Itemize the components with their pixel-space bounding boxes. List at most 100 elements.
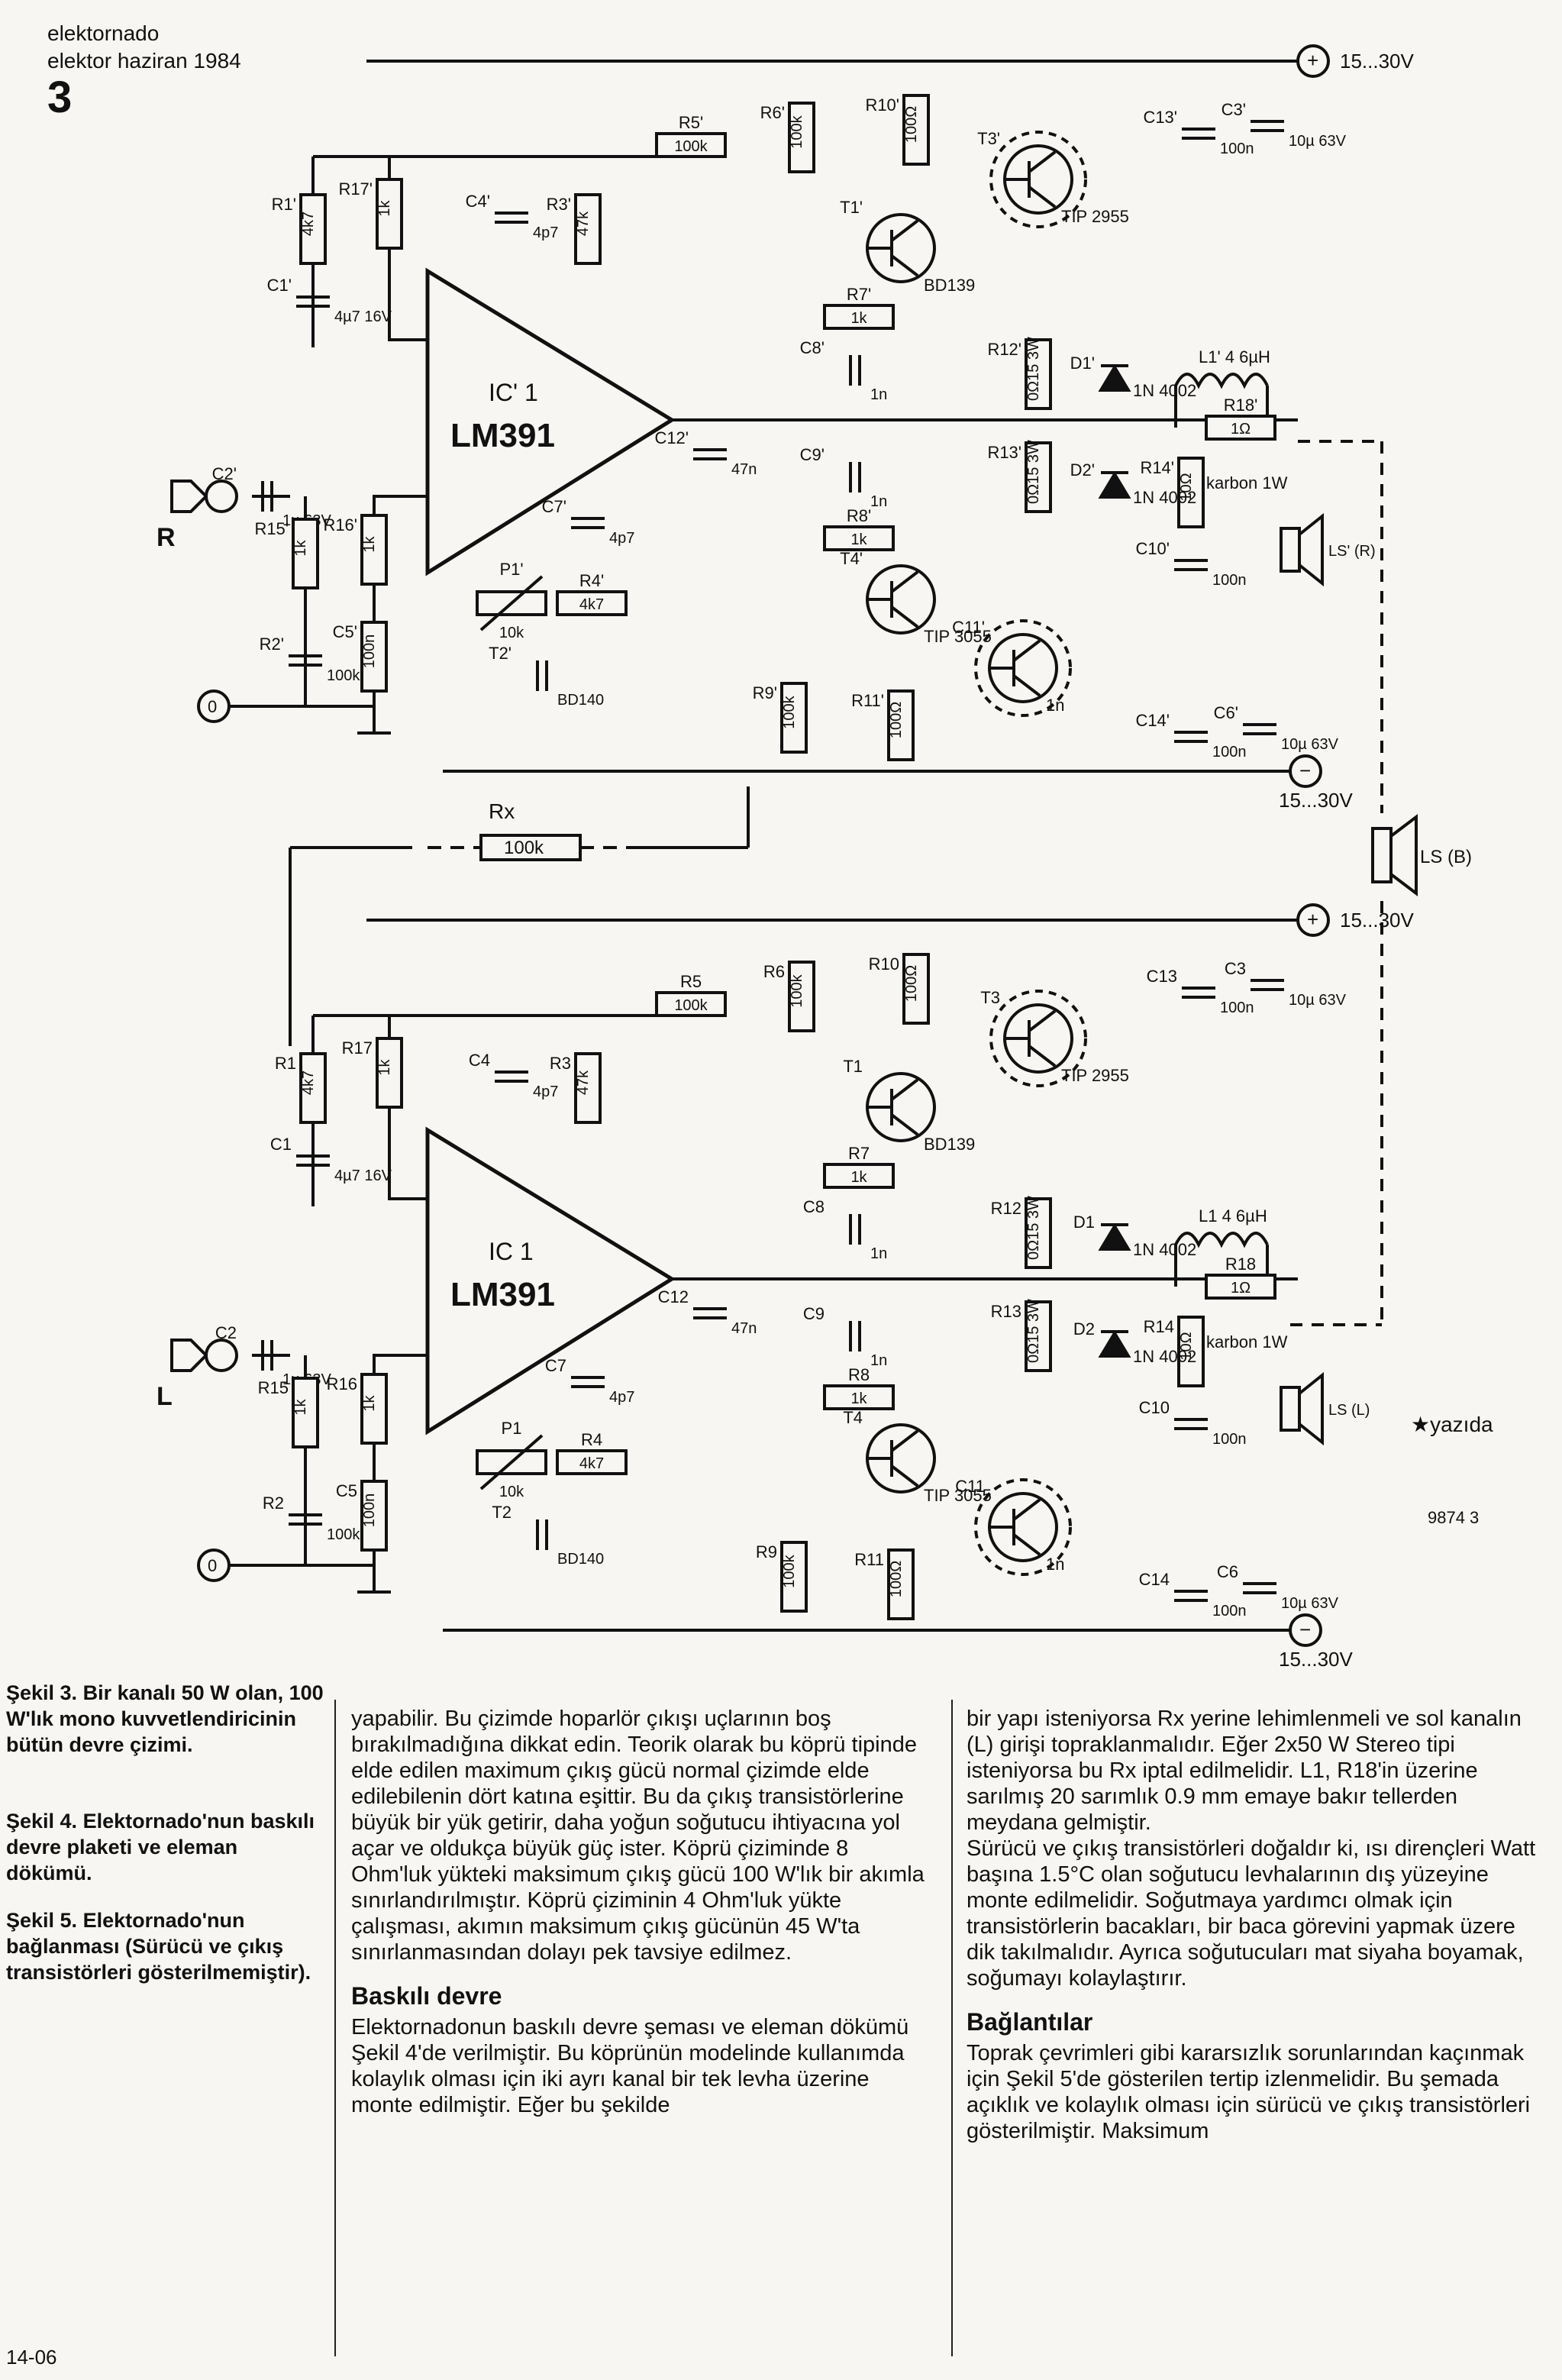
transistor-type: BD139 (924, 276, 975, 295)
resistor-label: R12' (987, 340, 1021, 359)
capacitor-value: 100n (1220, 140, 1254, 157)
paragraph: bir yapı isteniyorsa Rx yerine lehimlenm… (967, 1707, 1522, 1835)
speaker-label: LS' (R) (1328, 543, 1376, 560)
resistor-label: R11' (851, 691, 884, 710)
resistor-label: R3 (550, 1054, 571, 1073)
wire (479, 1434, 544, 1490)
column-divider-1 (334, 1700, 336, 2356)
capacitor-label: C13 (1147, 967, 1177, 986)
capacitor-label: C13' (1143, 108, 1177, 127)
pot-value: 10k (499, 1484, 524, 1500)
resistor (376, 178, 403, 250)
terminal-icon (1296, 44, 1330, 78)
transistor-heatsink (974, 1478, 1072, 1576)
paragraph: Elektornadonun baskılı devre şeması ve e… (351, 2015, 909, 2117)
transistor-heatsink (989, 131, 1087, 228)
transistor-heatsink (989, 990, 1087, 1087)
resistor-label: C5 (336, 1481, 357, 1500)
transistor-label: T3' (977, 129, 1000, 148)
resistor (823, 525, 895, 551)
figure-number: 3 (47, 73, 73, 122)
resistor-value: 100n (361, 1494, 378, 1528)
diode (1098, 471, 1131, 499)
resistor-label: R3' (547, 195, 571, 214)
wire (1005, 1009, 1057, 1067)
resistor-label: R7' (847, 285, 871, 304)
capacitor-label: C3' (1222, 100, 1246, 119)
caption-figure-3: Şekil 3. Bir kanalı 50 W olan, 100 W'lık… (6, 1681, 324, 1756)
capacitor-label: C9 (803, 1304, 825, 1323)
bridge-resistor-rx: Rx 100k (289, 786, 750, 1046)
capacitor-label: C1' (267, 276, 292, 295)
resistor-note: karbon 1W (1206, 1332, 1288, 1351)
input-connector (170, 480, 208, 513)
resistor (823, 304, 895, 330)
capacitor-value: 4p7 (533, 224, 558, 241)
capacitor-value: 10µ 63V (1289, 992, 1347, 1009)
resistor-value: 1k (850, 531, 867, 548)
diode-type: 1N 4002 (1133, 1347, 1196, 1366)
resistor-value: 47k (575, 211, 592, 236)
capacitor-label: C10' (1135, 539, 1170, 558)
resistor-value: 100k (674, 138, 708, 155)
resistor-value: 1k (850, 310, 867, 327)
resistor-value: 100k (789, 974, 805, 1007)
capacitor-value: 10µ 63V (1289, 133, 1347, 150)
capacitor-label: C1 (270, 1135, 292, 1154)
resistor (299, 193, 327, 265)
capacitor-value: 4µ7 16V (334, 308, 392, 325)
resistor (292, 518, 319, 589)
resistor-value: 100Ω (888, 702, 905, 738)
resistor-label: R13 (991, 1302, 1021, 1321)
resistor (902, 953, 930, 1025)
resistor (360, 514, 388, 586)
resistor-label: R17' (338, 179, 373, 199)
capacitor-label: T2 (492, 1503, 512, 1522)
wire (867, 570, 919, 628)
inductor-label: L1 4 6µH (1199, 1206, 1267, 1226)
ground-label: 0 (208, 1556, 217, 1575)
resistor-value: 47k (575, 1070, 592, 1095)
transistor-type: BD139 (924, 1135, 975, 1154)
resistor (1025, 441, 1052, 513)
diode-type: 1N 4002 (1133, 381, 1196, 400)
resistor (1177, 1316, 1205, 1387)
input-label: L (157, 1382, 173, 1411)
resistor-label: R1 (275, 1054, 296, 1073)
section-heading: Baskılı devre (351, 1982, 502, 2010)
caption-figure-4: Şekil 4. Elektornado'nun baskılı devre p… (6, 1810, 315, 1884)
resistor-label: R8' (847, 506, 871, 525)
resistor-value: 1k (361, 1394, 378, 1411)
resistor-label: R9' (753, 683, 777, 702)
resistor-value: 100k (781, 1554, 798, 1587)
capacitor-label: C7' (542, 497, 566, 516)
resistor-value: 100Ω (903, 106, 920, 143)
resistor (376, 1037, 403, 1109)
page-number: 14-06 (6, 2346, 57, 2369)
transistor-label: C11 (955, 1477, 985, 1496)
resistor (823, 1163, 895, 1189)
capacitor-value: 100k (327, 1526, 360, 1543)
transistor-type: TIP 2955 (1061, 207, 1129, 226)
capacitor-value: 10µ 63V (1281, 1595, 1339, 1612)
capacitor-label: C10 (1139, 1398, 1170, 1417)
resistor (788, 961, 815, 1032)
capacitor-value: 100k (327, 667, 360, 684)
resistor (1177, 457, 1205, 528)
capacitor-value: BD140 (557, 692, 604, 709)
terminal-icon (205, 480, 238, 513)
paragraph: yapabilir. Bu çizimde hoparlör çıkışı uç… (351, 1707, 925, 1965)
resistor-label: R11 (854, 1550, 884, 1569)
capacitor-label: C7 (545, 1356, 566, 1375)
transistor-type: 1n (1046, 1555, 1064, 1574)
transistor-type: TIP 3055 (924, 627, 992, 646)
capacitor-value: 1n (870, 1352, 887, 1369)
resistor (360, 1480, 388, 1552)
column-divider-2 (951, 1700, 953, 2356)
resistor-value: 1k (292, 539, 309, 556)
ic-part: LM391 (450, 1276, 555, 1313)
diode-label: D1 (1073, 1213, 1095, 1232)
speaker-label: LS (L) (1328, 1402, 1370, 1419)
